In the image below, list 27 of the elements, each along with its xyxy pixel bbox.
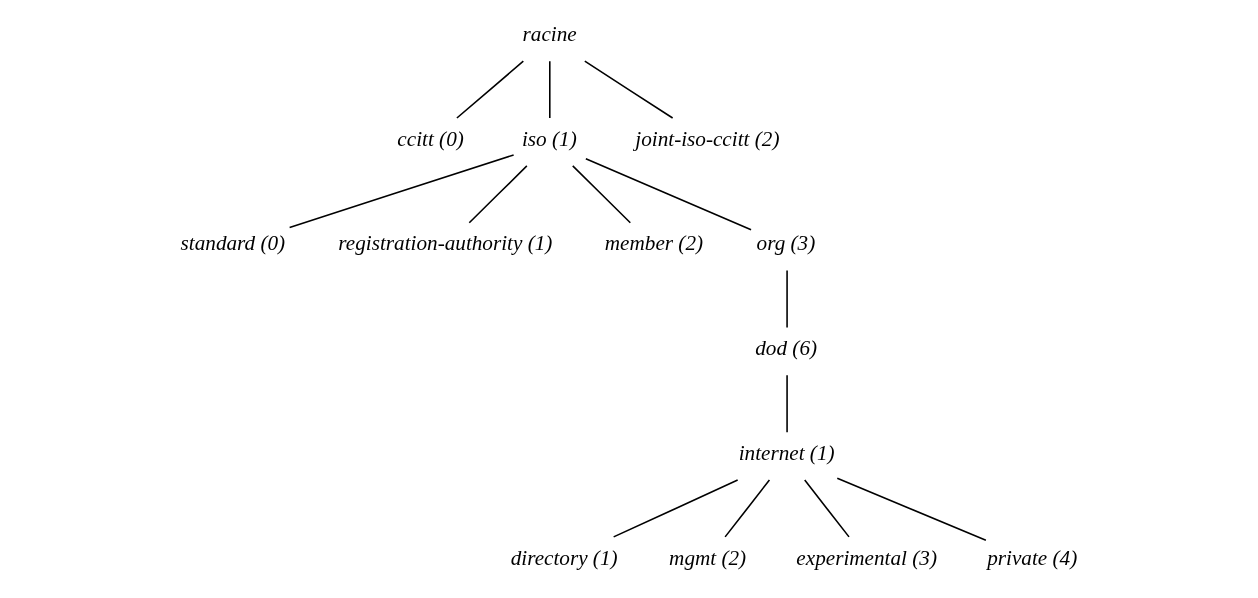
connector <box>803 479 850 538</box>
node-text: org (3) <box>756 231 816 256</box>
connector <box>724 479 771 538</box>
connector <box>585 157 752 231</box>
node-text: private (4) <box>987 545 1078 570</box>
connector <box>584 60 674 119</box>
connector <box>786 269 788 329</box>
node-text: ccitt (0) <box>397 126 464 151</box>
node-text: registration-authority (1) <box>338 231 553 256</box>
node-text: dod (6) <box>755 336 818 361</box>
node-text: iso (1) <box>521 126 577 151</box>
connector <box>612 479 739 538</box>
connector <box>571 165 632 224</box>
connector <box>468 165 528 224</box>
node-text: directory (1) <box>510 545 618 570</box>
connector <box>786 374 788 433</box>
connector <box>456 60 525 119</box>
node-text: member (2) <box>604 231 704 256</box>
node-text: standard (0) <box>180 231 286 256</box>
node-text: racine <box>522 21 577 46</box>
connector <box>836 477 987 541</box>
connector <box>288 154 515 229</box>
node-text: experimental (3) <box>796 545 937 570</box>
node-text: internet (1) <box>738 440 835 465</box>
node-text: mgmt (2) <box>669 545 747 570</box>
node-text: joint-iso-ccitt (2) <box>635 126 780 151</box>
connector <box>549 60 551 119</box>
